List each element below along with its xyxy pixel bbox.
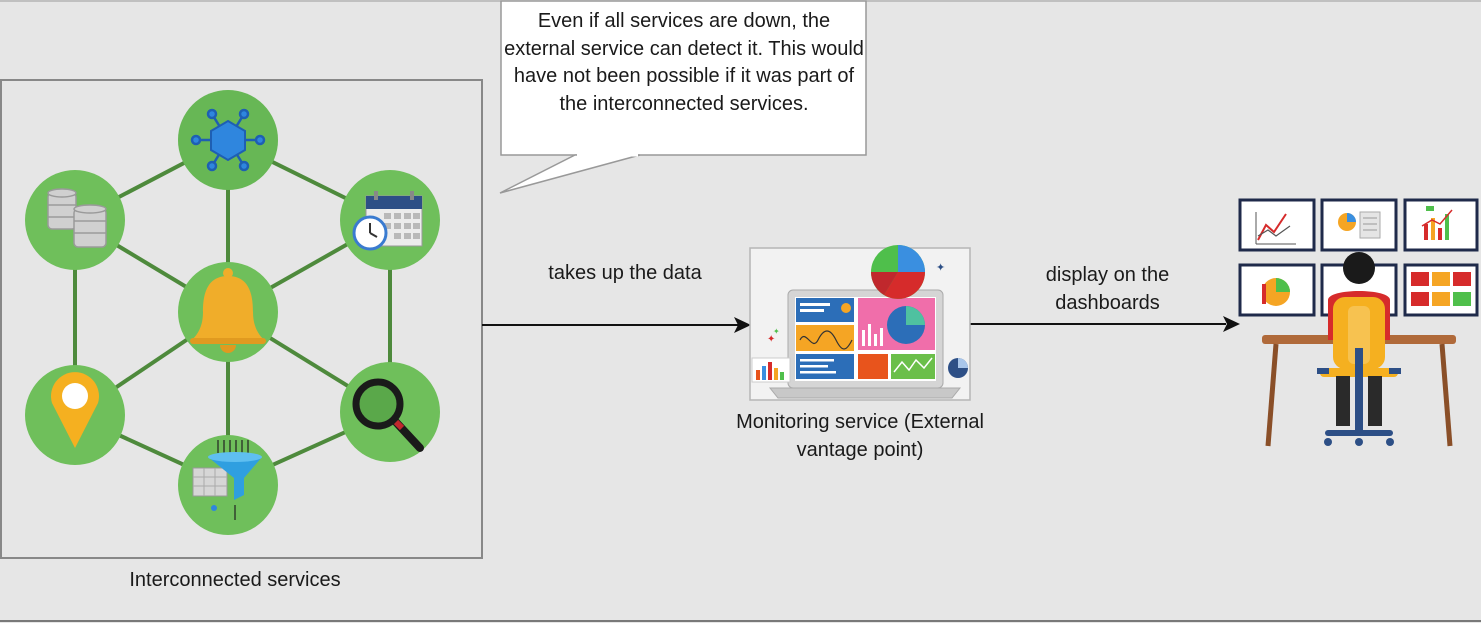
arrow-takes-up-data (482, 317, 751, 333)
arrow-label-display-dashboards: display on the dashboards (1045, 264, 1170, 314)
arrow-display-dashboards (970, 316, 1240, 332)
network-node (178, 90, 278, 190)
laptop-icon (768, 289, 962, 399)
small-pie-icon (948, 358, 968, 378)
svg-text:✦: ✦ (767, 334, 775, 345)
mini-bar-chart-icon (751, 357, 791, 383)
calendar-clock-icon (352, 191, 423, 251)
notification-node (178, 262, 278, 362)
interconnected-services-box (0, 79, 483, 559)
monitoring-laptop-illustration: ✦ ✦ ✦ (749, 245, 971, 401)
filter-node (178, 435, 278, 535)
bell-icon (190, 268, 266, 353)
callout-bubble (499, 0, 867, 194)
dashboard-screen-6 (1403, 263, 1479, 317)
database-node (25, 170, 125, 270)
sparkle-icon: ✦ ✦ ✦ (767, 261, 945, 345)
magnifier-icon (352, 378, 424, 452)
dashboard-screen-3 (1403, 198, 1479, 252)
data-filter-icon (192, 440, 262, 520)
calendar-node (340, 170, 440, 270)
arrow-label-takes-up-data: takes up the data (548, 262, 702, 284)
callout-text: Even if all services are down, the exter… (504, 10, 864, 115)
operator-at-desk (1262, 252, 1456, 447)
database-icon (47, 188, 107, 248)
pie-chart-icon (871, 245, 925, 299)
interconnected-services-caption: Interconnected services (129, 569, 341, 591)
search-node (340, 362, 440, 462)
dashboard-screen-1 (1238, 198, 1316, 252)
svg-text:✦: ✦ (936, 261, 945, 274)
dashboard-screen-2 (1320, 198, 1398, 252)
map-pin-icon (51, 372, 99, 448)
dashboard-screen-4 (1238, 263, 1316, 317)
location-node (25, 365, 125, 465)
svg-text:✦: ✦ (773, 327, 780, 336)
monitoring-service-caption: Monitoring service (External vantage poi… (736, 411, 984, 461)
